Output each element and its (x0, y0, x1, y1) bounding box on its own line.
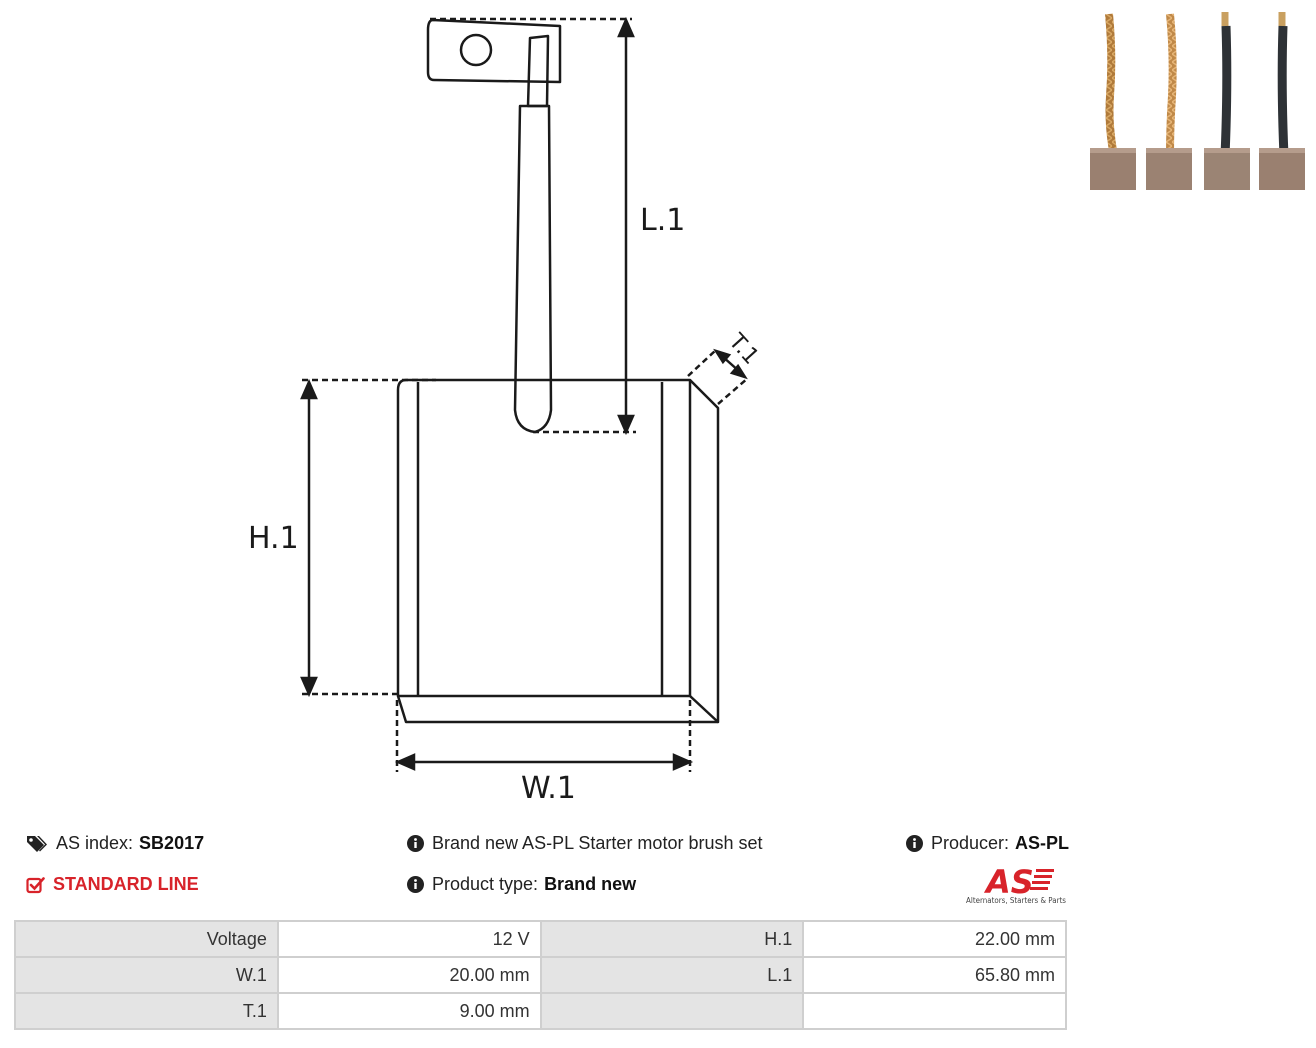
shunt-wire (513, 104, 553, 434)
as-index-label: AS index: (56, 833, 134, 853)
check-square-icon (26, 876, 45, 893)
table-row: Voltage 12 V H.1 22.00 mm (16, 922, 1065, 956)
terminal-lug (426, 18, 562, 84)
info-icon (407, 835, 424, 852)
spec-value: 22.00 mm (804, 922, 1065, 956)
spec-value: 9.00 mm (278, 994, 540, 1028)
spec-key (541, 994, 803, 1028)
brush-technical-drawing: L.1 H.1 W.1 T.1 (248, 16, 763, 806)
product-type-value: Brand new (544, 874, 637, 894)
table-row: W.1 20.00 mm L.1 65.80 mm (16, 958, 1065, 992)
logo-mark: AS (983, 864, 1034, 901)
spec-key: L.1 (541, 958, 803, 992)
as-index-value: SB2017 (139, 833, 205, 853)
info-icon (407, 876, 424, 893)
spec-value (804, 994, 1065, 1028)
producer-label: Producer: (931, 833, 1010, 853)
product-type-label: Product type: (432, 874, 539, 894)
table-row: T.1 9.00 mm (16, 994, 1065, 1028)
logo-tagline: Alternators, Starters & Parts (966, 896, 1066, 905)
spec-key: H.1 (541, 922, 803, 956)
description-text: Brand new AS-PL Starter motor brush set (432, 833, 763, 853)
product-type: Product type: Brand new (407, 874, 636, 895)
specifications-table: Voltage 12 V H.1 22.00 mm W.1 20.00 mm L… (14, 920, 1067, 1030)
tags-icon (27, 835, 47, 852)
dim-label-l1: L.1 (640, 203, 685, 238)
product-description: Brand new AS-PL Starter motor brush set (407, 833, 763, 854)
spec-key: T.1 (16, 994, 277, 1028)
info-icon (906, 835, 923, 852)
dim-label-w1: W.1 (521, 771, 576, 806)
as-index: AS index: SB2017 (26, 833, 204, 854)
producer: Producer: AS-PL (906, 833, 1069, 854)
spec-value: 12 V (278, 922, 540, 956)
spec-value: 20.00 mm (278, 958, 540, 992)
spec-key: Voltage (16, 922, 277, 956)
dim-label-h1: H.1 (248, 521, 299, 556)
standard-line-badge: STANDARD LINE (26, 874, 199, 895)
standard-line-label: STANDARD LINE (53, 874, 199, 894)
as-pl-logo: AS Alternators, Starters & Parts (966, 864, 1066, 905)
terminal-hole (459, 33, 493, 67)
spec-value: 65.80 mm (804, 958, 1065, 992)
producer-value: AS-PL (1015, 833, 1070, 853)
spec-key: W.1 (16, 958, 277, 992)
product-photo (1090, 12, 1305, 190)
